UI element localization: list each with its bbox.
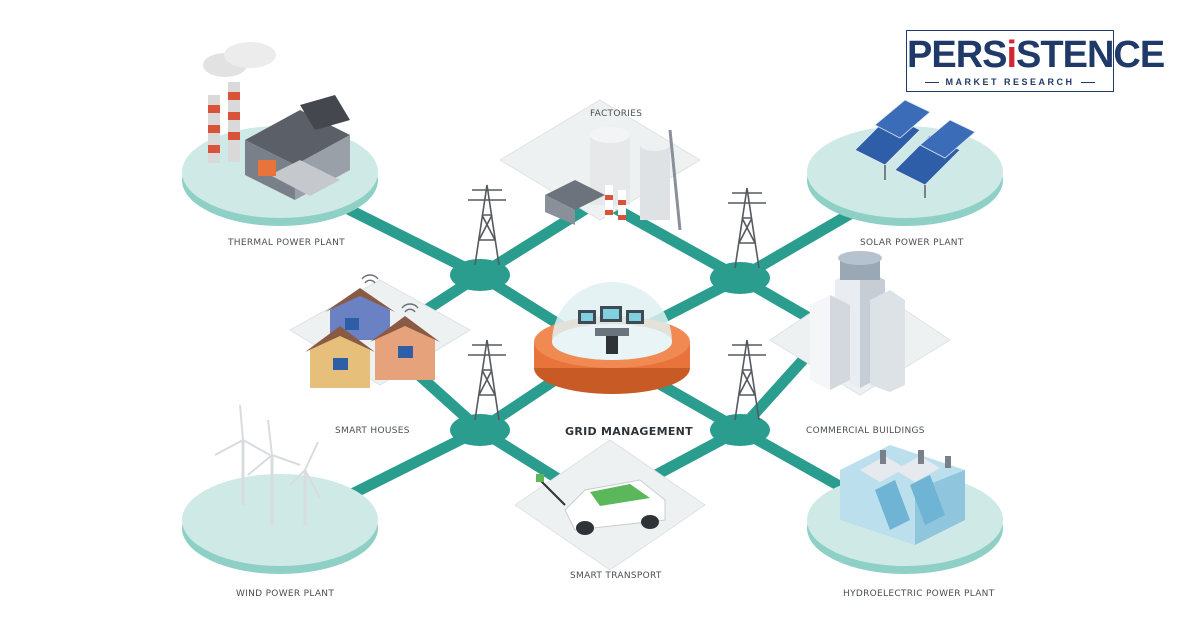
commercial-buildings-illustration xyxy=(810,251,905,392)
transmission-towers xyxy=(468,184,766,421)
persistence-logo: PERSiSTENCE MARKET RESEARCH xyxy=(906,30,1165,92)
solar-panel-stands xyxy=(884,165,926,198)
label-commercial-buildings: COMMERCIAL BUILDINGS xyxy=(806,426,925,436)
logo-wordmark-part1: PERS xyxy=(907,34,1007,76)
wifi-signal-icons xyxy=(361,274,419,313)
label-thermal-power-plant: THERMAL POWER PLANT xyxy=(228,238,345,248)
label-solar-power-plant: SOLAR POWER PLANT xyxy=(860,238,964,248)
solar-panels-illustration xyxy=(854,99,976,186)
label-factories: FACTORIES xyxy=(590,109,643,119)
logo-wordmark-part3: STENCE xyxy=(1016,34,1165,76)
logo-tagline: MARKET RESEARCH xyxy=(907,77,1113,87)
logo-wordmark-accent: i xyxy=(1006,34,1017,76)
hydro-dam-illustration xyxy=(840,445,965,545)
logo-wordmark: PERSiSTENCE xyxy=(907,34,1165,76)
junctions xyxy=(450,259,770,446)
wind-turbines-illustration xyxy=(214,404,321,525)
smart-houses-illustration xyxy=(305,288,440,388)
label-grid-management: GRID MANAGEMENT xyxy=(565,425,693,438)
label-smart-transport: SMART TRANSPORT xyxy=(570,571,662,581)
thermal-plant-illustration xyxy=(203,42,350,200)
grid-management-illustration xyxy=(534,282,690,394)
label-smart-houses: SMART HOUSES xyxy=(335,426,410,436)
label-wind-power-plant: WIND POWER PLANT xyxy=(236,589,335,599)
label-hydroelectric-power-plant: HYDROELECTRIC POWER PLANT xyxy=(843,589,995,599)
electric-car-illustration xyxy=(536,474,666,535)
factories-illustration xyxy=(545,127,682,235)
